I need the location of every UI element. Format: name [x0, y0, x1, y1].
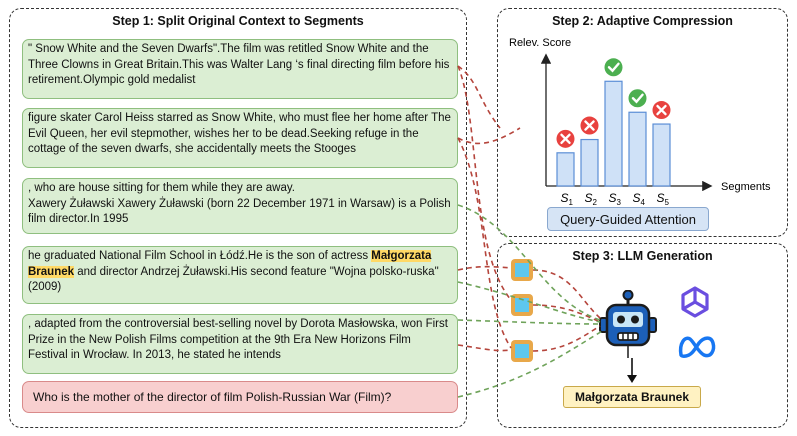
robot-icon [599, 290, 657, 358]
answer-box: Małgorzata Braunek [563, 386, 701, 408]
cross-icon [652, 101, 671, 120]
bar-s4 [628, 111, 647, 187]
tick-label-s5: S5 [657, 191, 670, 207]
x-axis-label: Segments [721, 181, 771, 193]
qwen-logo-icon [681, 286, 709, 318]
segment-1: " Snow White and the Seven Dwarfs".The f… [22, 39, 458, 99]
segment-4-text-before: he graduated National Film School in Łód… [28, 250, 372, 262]
bar-s2 [580, 138, 599, 187]
question-box: Who is the mother of the director of fil… [22, 381, 458, 413]
compressed-token-3 [511, 340, 533, 362]
tick-label-s4: S4 [633, 191, 646, 207]
segment-3-text: , who are house sitting for them while t… [28, 182, 451, 225]
step2-title: Step 2: Adaptive Compression [552, 14, 733, 28]
check-icon [628, 89, 647, 108]
tick-label-s3: S3 [609, 191, 622, 207]
segment-3: , who are house sitting for them while t… [22, 178, 458, 234]
arrow-down-icon [627, 358, 637, 383]
cross-icon [556, 129, 575, 148]
bar-s5 [652, 123, 671, 187]
compressed-token-2 [511, 294, 533, 316]
segment-4-text-after: and director Andrzej Żuławski.His second… [28, 265, 439, 294]
bar-s1 [556, 152, 575, 187]
tick-label-s1: S1 [561, 191, 574, 207]
y-axis-label: Relev. Score [509, 37, 571, 49]
tick-label-s2: S2 [585, 191, 598, 207]
check-icon [604, 58, 623, 77]
cross-icon [580, 116, 599, 135]
meta-logo-icon [678, 336, 716, 358]
compressed-token-1 [511, 259, 533, 281]
step3-title: Step 3: LLM Generation [572, 249, 713, 263]
query-guided-attention-box: Query-Guided Attention [547, 207, 709, 231]
relevance-chart: Relev. Score Segments S1 S2 S3 S4 S5 [509, 37, 771, 207]
bar-s3 [604, 80, 623, 187]
segment-2: figure skater Carol Heiss starred as Sno… [22, 108, 458, 168]
segment-4: he graduated National Film School in Łód… [22, 246, 458, 304]
step1-title: Step 1: Split Original Context to Segmen… [112, 14, 364, 28]
segment-5: , adapted from the controversial best-se… [22, 314, 458, 374]
